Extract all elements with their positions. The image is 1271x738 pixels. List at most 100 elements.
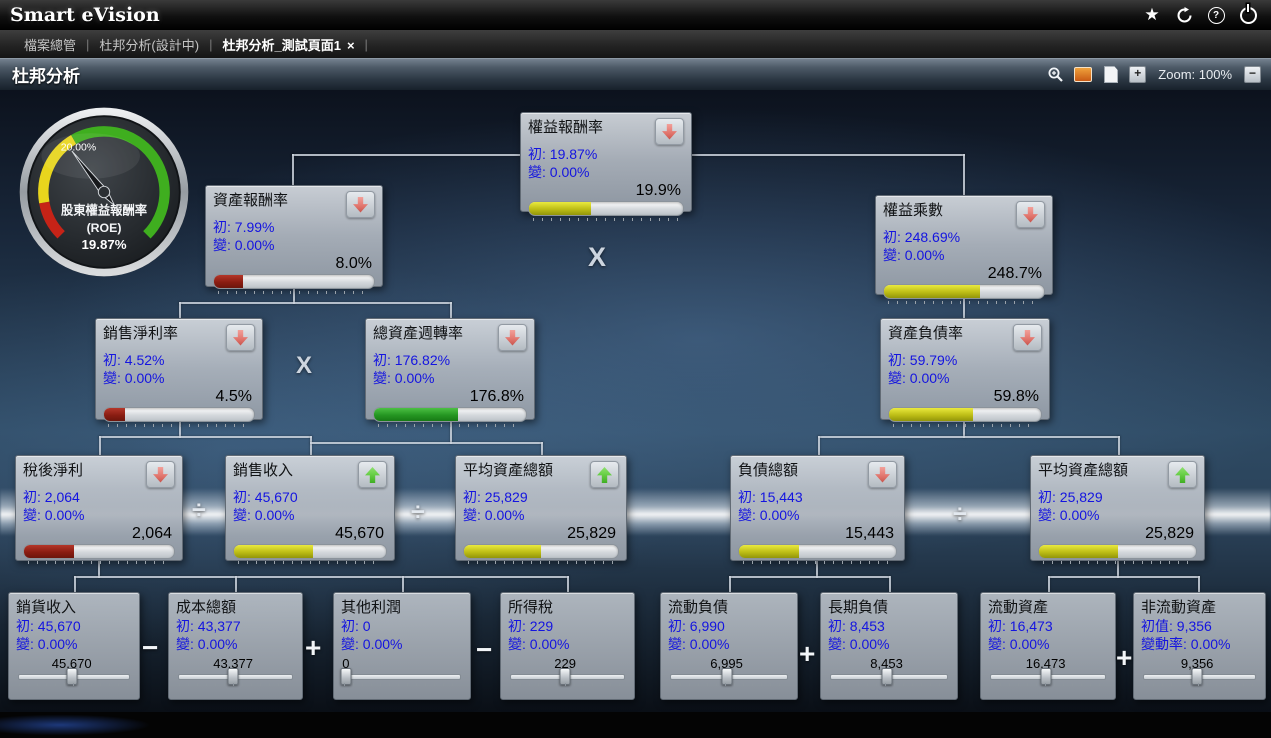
progress-fill bbox=[464, 545, 541, 558]
favorite-star-icon[interactable]: ★ bbox=[1144, 5, 1160, 24]
power-icon[interactable] bbox=[1239, 6, 1257, 24]
change-value: 變: 0.00% bbox=[233, 507, 295, 523]
node-sales-income[interactable]: 銷貨收入 初: 45,670 變: 0.00% 45,670 bbox=[8, 592, 140, 700]
node-sales-revenue[interactable]: 銷售收入 初: 45,670 變: 0.00% 45,670 bbox=[225, 455, 395, 564]
trend-down-icon bbox=[226, 324, 255, 351]
document-icon[interactable] bbox=[1101, 66, 1121, 84]
slider-ticks bbox=[19, 683, 129, 686]
tab-dupont-test-page[interactable]: 杜邦分析_測試頁面1× bbox=[212, 35, 364, 54]
node-long-term-liabilities[interactable]: 長期負債 初: 8,453 變: 0.00% 8,453 bbox=[820, 592, 958, 700]
node-net-profit-margin[interactable]: 銷售淨利率 初: 4.52% 變: 0.00% 4.5% bbox=[95, 318, 263, 427]
gauge-needle-label: 20.00% bbox=[61, 142, 96, 153]
init-value: 初: 25,829 bbox=[1038, 489, 1103, 505]
value-slider[interactable]: 229 bbox=[508, 656, 627, 688]
node-income-tax[interactable]: 所得稅 初: 229 變: 0.00% 229 bbox=[500, 592, 635, 700]
node-current-liabilities[interactable]: 流動負債 初: 6,990 變: 0.00% 6,995 bbox=[660, 592, 798, 700]
node-equity-multiplier[interactable]: 權益乘數 初: 248.69% 變: 0.00% 248.7% bbox=[875, 195, 1053, 304]
zoom-out-button[interactable]: − bbox=[1244, 66, 1261, 83]
connector-line bbox=[179, 302, 452, 304]
node-title: 權益乘數 bbox=[883, 202, 944, 219]
change-value: 變: 0.00% bbox=[16, 636, 78, 652]
value-slider[interactable]: 43,377 bbox=[176, 656, 295, 688]
progress-bar bbox=[23, 544, 175, 559]
value-slider[interactable]: 8,453 bbox=[828, 656, 950, 688]
refresh-icon[interactable] bbox=[1175, 6, 1193, 24]
header-icons: ★ ? bbox=[1143, 5, 1271, 24]
progress-fill bbox=[739, 545, 799, 558]
tab-close-icon[interactable]: × bbox=[346, 37, 355, 53]
current-value: 15,443 bbox=[845, 525, 894, 542]
node-avg-total-assets[interactable]: 平均資產總額 初: 25,829 變: 0.00% 25,829 bbox=[455, 455, 627, 564]
value-slider[interactable]: 16,473 bbox=[988, 656, 1108, 688]
change-value: 變: 0.00% bbox=[463, 507, 525, 523]
node-net-profit[interactable]: 稅後淨利 初: 2,064 變: 0.00% 2,064 bbox=[15, 455, 183, 564]
slider-ticks bbox=[1144, 683, 1255, 686]
progress-bar bbox=[463, 544, 619, 559]
roe-gauge[interactable]: 20.00% 股東權益報酬率 (ROE) 19.87% bbox=[14, 102, 194, 282]
connector-line bbox=[729, 576, 890, 578]
node-roe[interactable]: 權益報酬率 初: 19.87% 變: 0.00% 19.9% bbox=[520, 112, 692, 221]
change-value: 變: 0.00% bbox=[176, 636, 238, 652]
value-slider[interactable]: 0 bbox=[340, 656, 463, 688]
gauge-subtitle: (ROE) bbox=[87, 221, 122, 235]
bar-ticks bbox=[888, 301, 1040, 304]
help-icon[interactable]: ? bbox=[1207, 6, 1225, 24]
tab-dupont-designing[interactable]: 杜邦分析(設計中) bbox=[99, 37, 200, 53]
node-roa[interactable]: 資產報酬率 初: 7.99% 變: 0.00% 8.0% bbox=[205, 185, 383, 294]
progress-fill bbox=[1039, 545, 1118, 558]
node-debt-ratio[interactable]: 資產負債率 初: 59.79% 變: 0.00% 59.8% bbox=[880, 318, 1050, 427]
node-asset-turnover[interactable]: 總資產週轉率 初: 176.82% 變: 0.00% 176.8% bbox=[365, 318, 535, 427]
change-value: 變: 0.00% bbox=[23, 507, 85, 523]
trend-up-icon bbox=[358, 461, 387, 488]
connector-line bbox=[74, 576, 76, 593]
node-title: 長期負債 bbox=[828, 599, 889, 616]
node-title: 非流動資產 bbox=[1141, 599, 1217, 616]
node-non-current-assets[interactable]: 非流動資產 初值: 9,356 變動率: 0.00% 9,356 bbox=[1133, 592, 1266, 700]
slider-value: 45,670 bbox=[51, 656, 92, 671]
connector-line bbox=[292, 154, 520, 156]
presentation-icon[interactable] bbox=[1073, 66, 1093, 84]
connector-line bbox=[729, 576, 731, 593]
change-value: 變: 0.00% bbox=[828, 636, 890, 652]
node-other-profit[interactable]: 其他利潤 初: 0 變: 0.00% 0 bbox=[333, 592, 471, 700]
init-value: 初: 176.82% bbox=[373, 352, 451, 368]
node-title: 平均資產總額 bbox=[463, 462, 554, 479]
init-value: 初: 59.79% bbox=[888, 352, 958, 368]
current-value: 8.0% bbox=[335, 255, 372, 272]
slider-value: 0 bbox=[342, 656, 350, 671]
slider-ticks bbox=[831, 683, 947, 686]
progress-fill bbox=[889, 408, 973, 421]
change-value: 變: 0.00% bbox=[373, 370, 435, 386]
gauge-ring bbox=[19, 107, 189, 277]
node-title: 稅後淨利 bbox=[23, 462, 84, 479]
tab-separator: | bbox=[86, 36, 90, 52]
tab-separator: | bbox=[364, 36, 368, 52]
change-value: 變: 0.00% bbox=[883, 247, 945, 263]
value-slider[interactable]: 9,356 bbox=[1141, 656, 1258, 688]
tab-file-explorer[interactable]: 檔案總管 bbox=[24, 37, 77, 53]
progress-fill bbox=[24, 545, 74, 558]
trend-up-icon bbox=[590, 461, 619, 488]
gauge-arc-red bbox=[39, 201, 65, 239]
value-slider[interactable]: 6,995 bbox=[668, 656, 790, 688]
node-current-assets[interactable]: 流動資產 初: 16,473 變: 0.00% 16,473 bbox=[980, 592, 1116, 700]
operator-multiply: X bbox=[296, 352, 313, 379]
slider-value: 16,473 bbox=[1025, 656, 1066, 671]
node-total-liabilities[interactable]: 負債總額 初: 15,443 變: 0.00% 15,443 bbox=[730, 455, 905, 564]
node-avg-total-assets-2[interactable]: 平均資產總額 初: 25,829 變: 0.00% 25,829 bbox=[1030, 455, 1205, 564]
connector-line bbox=[293, 287, 295, 304]
bar-ticks bbox=[743, 561, 892, 564]
slider-value: 43,377 bbox=[213, 656, 253, 671]
trend-down-icon bbox=[1013, 324, 1042, 351]
gauge-arc-yellow bbox=[38, 134, 77, 204]
gauge-arc-green bbox=[71, 126, 170, 239]
slider-ticks bbox=[991, 683, 1105, 686]
connector-line bbox=[541, 442, 543, 456]
value-slider[interactable]: 45,670 bbox=[16, 656, 132, 688]
node-total-cost[interactable]: 成本總額 初: 43,377 變: 0.00% 43,377 bbox=[168, 592, 303, 700]
zoom-in-button[interactable]: + bbox=[1129, 66, 1147, 83]
magnifier-icon[interactable] bbox=[1045, 66, 1065, 84]
change-value: 變動率: 0.00% bbox=[1141, 636, 1231, 652]
trend-down-icon bbox=[498, 324, 527, 351]
